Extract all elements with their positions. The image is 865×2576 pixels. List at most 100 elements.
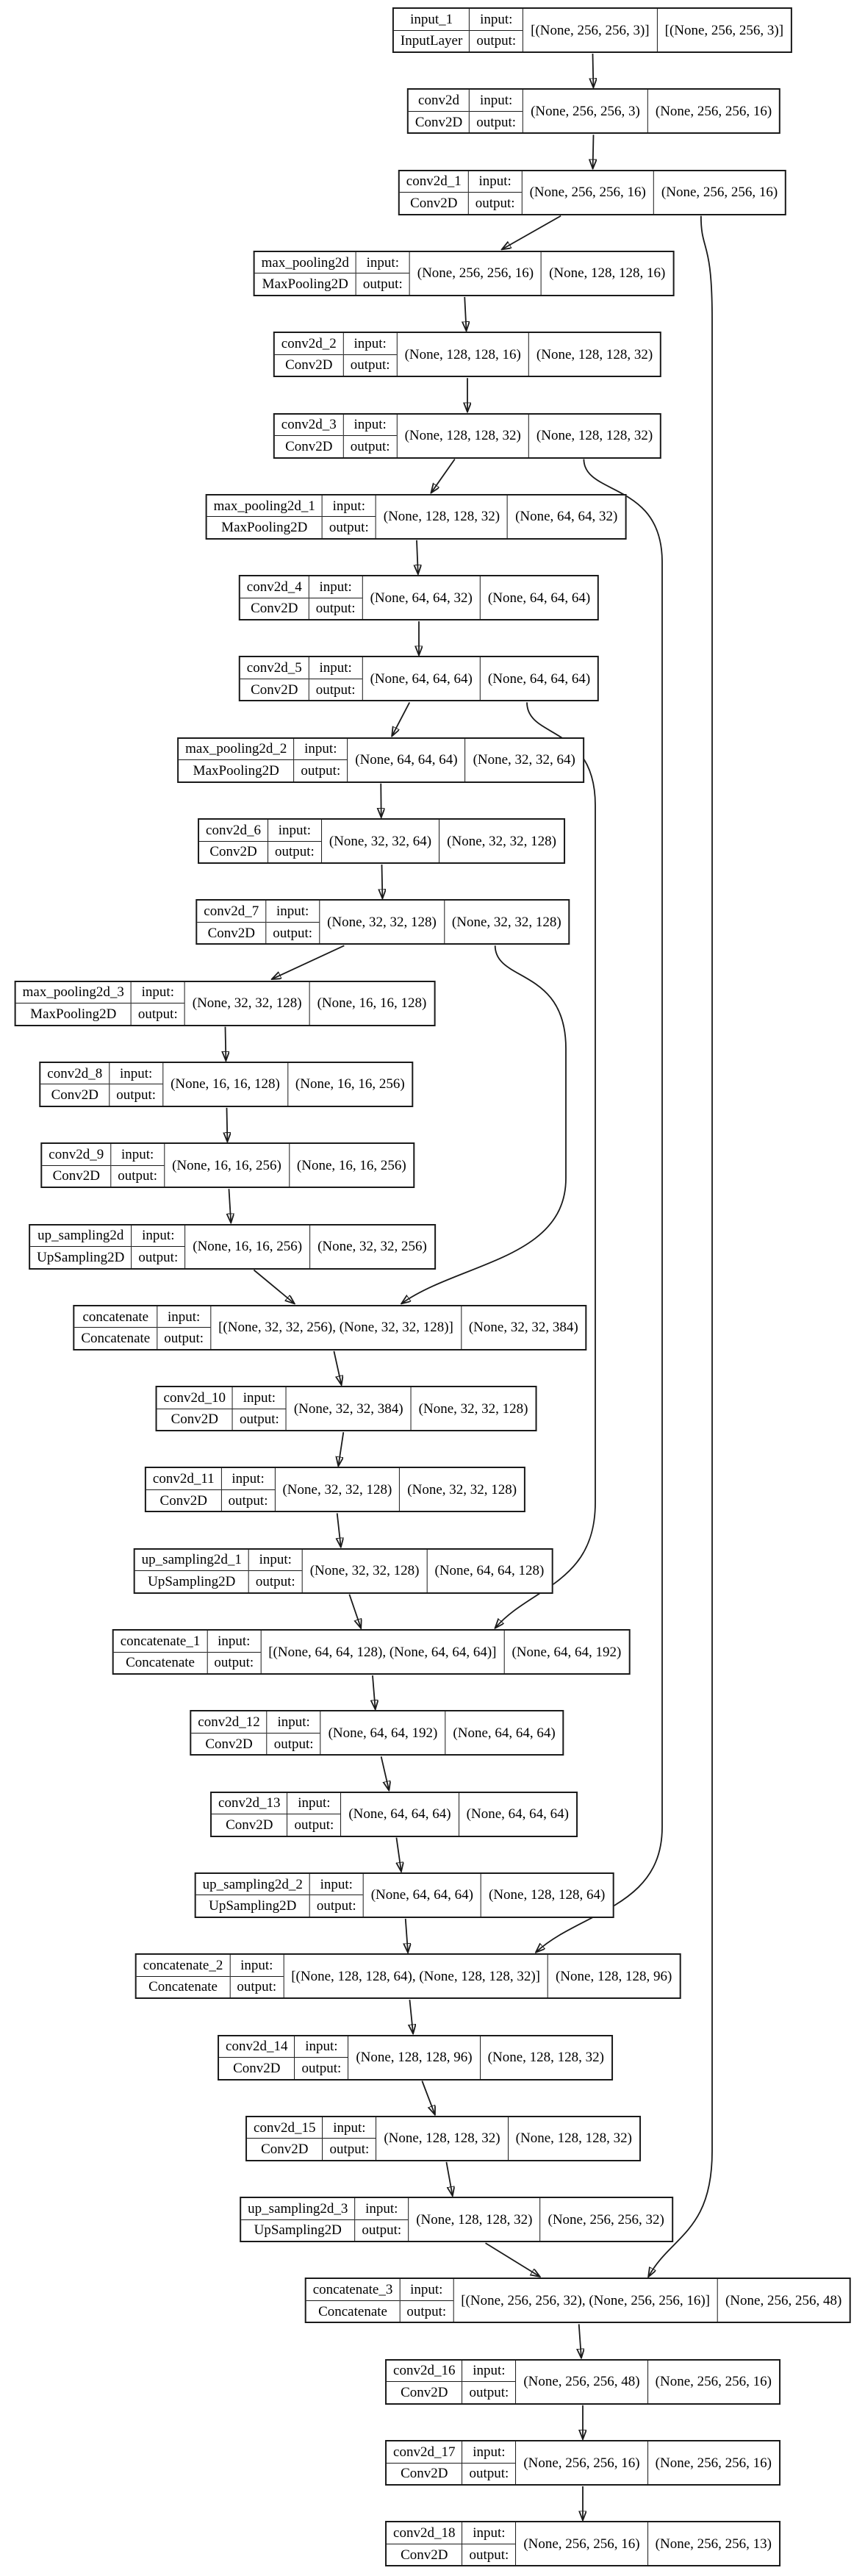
layer-name: conv2d_2 [274,333,343,355]
layer-name-column: conv2d_2 Conv2D [274,333,344,376]
layer-type: Conv2D [51,1087,98,1103]
output-shape: (None, 32, 32, 128) [418,1400,528,1417]
layer-type: Conv2D [209,844,257,860]
edge [229,1189,231,1222]
layer-type: Conv2D [401,2466,448,2482]
layer-node-max_pooling2d_3: max_pooling2d_3 MaxPooling2D input: outp… [14,980,436,1026]
input-label: input: [267,1711,320,1734]
input-label: input: [356,252,409,274]
input-shape: (None, 256, 256, 16) [516,2441,648,2484]
output-label: output: [476,114,517,130]
layer-name-column: conv2d Conv2D [408,90,470,133]
io-label-column: input: output: [268,820,322,862]
layer-name: concatenate_2 [136,1955,230,1977]
input-shape: (None, 64, 64, 32) [363,576,481,620]
input-label: input: [462,2522,516,2544]
io-label-column: input: output: [232,1387,287,1431]
io-label-column: input: output: [207,1631,262,1673]
input-label: input: [309,657,362,679]
layer-type: UpSampling2D [209,1898,297,1914]
output-label: output: [475,195,515,211]
layer-name-column: conv2d_17 Conv2D [387,2441,463,2484]
io-label-column: input: output: [111,1144,165,1187]
output-label: output: [237,1979,277,1995]
input-shape: [(None, 128, 128, 64), (None, 128, 128, … [284,1955,548,1998]
input-shape: (None, 128, 128, 32) [398,414,529,457]
edge [409,2000,413,2033]
layer-type: Conv2D [285,438,333,454]
input-shape: (None, 256, 256, 16) [410,251,542,295]
output-shape: (None, 64, 64, 64) [466,1806,569,1822]
output-shape: (None, 128, 128, 32) [536,346,653,362]
layer-name: conv2d_11 [146,1468,221,1490]
output-label: output: [273,1736,314,1752]
input-shape: (None, 32, 32, 64) [322,820,440,862]
output-label: output: [228,1492,268,1509]
edge [417,540,418,573]
output-label: output: [476,33,517,49]
input-label: input: [248,1550,302,1572]
layer-name-column: concatenate_2 Concatenate [136,1955,231,1998]
layer-node-conv2d_10: conv2d_10 Conv2D input: output: (None, 3… [155,1386,537,1432]
output-label: output: [239,1412,279,1428]
layer-node-conv2d_14: conv2d_14 Conv2D input: output: (None, 1… [218,2034,613,2081]
layer-node-conv2d_18: conv2d_18 Conv2D input: output: (None, 2… [385,2521,780,2567]
input-shape: [(None, 32, 32, 256), (None, 32, 32, 128… [211,1306,462,1349]
io-label-column: input: output: [462,2360,517,2403]
output-shape: (None, 128, 128, 32) [515,2130,632,2147]
edge [593,135,594,168]
skip-connection-edge [536,459,663,1953]
edge [406,1918,408,1952]
output-label: output: [469,2384,509,2400]
output-shape: (None, 16, 16, 128) [317,995,427,1012]
input-shape: (None, 32, 32, 128) [320,901,445,944]
layer-name-column: conv2d_12 Conv2D [191,1711,268,1755]
output-label: output: [316,1898,356,1914]
output-shape: (None, 64, 64, 128) [434,1563,545,1579]
layer-name-column: input_1 InputLayer [393,9,470,51]
output-label: output: [273,925,313,941]
output-shape: (None, 256, 256, 32) [548,2211,664,2228]
output-shape: (None, 256, 256, 16) [655,2374,772,2390]
layer-name-column: conv2d_6 Conv2D [199,820,268,862]
io-label-column: input: output: [110,1062,164,1106]
layer-node-concatenate_3: concatenate_3 Concatenate input: output:… [304,2278,851,2324]
input-label: input: [343,333,397,355]
layer-type: Conv2D [285,357,333,373]
layer-name-column: conv2d_4 Conv2D [240,576,309,620]
io-label-column: input: output: [309,657,363,701]
layer-node-conv2d_7: conv2d_7 Conv2D input: output: (None, 32… [195,899,570,945]
io-label-column: input: output: [343,414,398,457]
input-label: input: [462,2361,516,2383]
layer-name: conv2d_7 [197,901,266,923]
io-label-column: input: output: [470,90,524,133]
layer-name-column: max_pooling2d_3 MaxPooling2D [15,981,132,1025]
layer-type: Conv2D [171,1412,218,1428]
layer-name: conv2d_15 [247,2117,323,2139]
output-shape: (None, 256, 256, 16) [655,103,772,119]
layer-name-column: conv2d_15 Conv2D [247,2117,323,2160]
edge [348,1594,361,1628]
output-shape: (None, 16, 16, 256) [295,1076,405,1092]
input-label: input: [322,495,376,518]
skip-connection-edge [402,945,567,1303]
layer-node-up_sampling2d_2: up_sampling2d_2 UpSampling2D input: outp… [194,1872,614,1918]
layer-node-conv2d_4: conv2d_4 Conv2D input: output: (None, 64… [238,575,600,621]
io-label-column: input: output: [462,2441,517,2484]
input-shape: (None, 256, 256, 16) [516,2522,648,2566]
layer-name: conv2d_16 [387,2361,462,2383]
layer-type: Concatenate [318,2303,387,2319]
input-shape: [(None, 256, 256, 32), (None, 256, 256, … [453,2279,718,2322]
layer-name: conv2d_6 [199,820,268,842]
layer-name: conv2d_14 [219,2036,295,2058]
output-label: output: [362,276,403,293]
layer-name-column: up_sampling2d UpSampling2D [30,1225,132,1268]
layer-type: Conv2D [261,2142,309,2158]
layer-name: conv2d_9 [42,1144,111,1166]
layer-type: Conv2D [52,1168,100,1184]
layer-type: Conv2D [159,1492,207,1509]
layer-type: Conv2D [251,681,298,698]
output-label: output: [406,2303,447,2319]
layer-type: UpSampling2D [148,1573,236,1589]
input-shape: (None, 64, 64, 64) [341,1792,459,1836]
